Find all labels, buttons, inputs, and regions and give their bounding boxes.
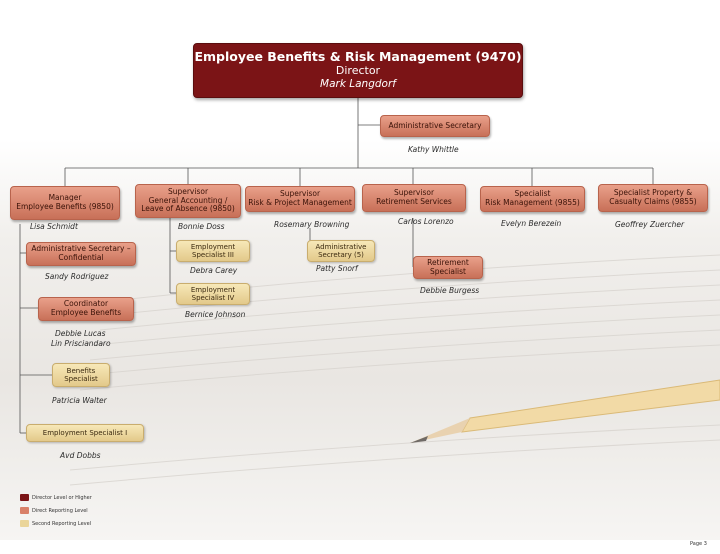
specialist-label-line2: Casualty Claims (9855) — [609, 197, 697, 206]
sub-name: Lin Prisciandaro — [51, 339, 111, 348]
sub-name: Debbie Burgess — [420, 286, 480, 295]
supervisor-label-line2: Retirement Services — [376, 197, 452, 206]
sub-label-line2: Specialist IV — [191, 294, 235, 302]
sub-label-line1: Employment — [190, 285, 236, 294]
sub-label-line1: Employment Specialist I — [42, 428, 128, 437]
supervisor-label-line2: Risk & Project Management — [248, 198, 352, 207]
manager-employee-benefits-box[interactable]: Manager Employee Benefits (9850) — [10, 186, 120, 220]
sub-name: Bernice Johnson — [185, 310, 246, 319]
specialist-label-line2: Risk Management (9855) — [485, 198, 580, 207]
admin-secretary-label: Administrative Secretary — [388, 120, 482, 130]
employment-specialist-1-box[interactable]: Employment Specialist I — [26, 424, 144, 442]
sub-name: Avd Dobbs — [60, 451, 101, 460]
specialist-label-line1: Specialist — [514, 189, 551, 199]
admin-secretary-name: Kathy Whittle — [408, 145, 459, 154]
sub-name: Debbie Lucas — [55, 329, 106, 338]
sub-label-line1: Retirement — [427, 257, 469, 267]
director-role: Director — [335, 64, 381, 78]
supervisor-name: Rosemary Browning — [274, 220, 350, 229]
legend-label: Director Level or Higher — [32, 495, 92, 501]
retirement-specialist-box[interactable]: Retirement Specialist — [413, 256, 483, 279]
employment-specialist-3-box[interactable]: Employment Specialist III — [176, 240, 250, 262]
sub-name: Patty Snorf — [316, 264, 358, 273]
director-name: Mark Langdorf — [320, 78, 396, 91]
sub-label-line1: Benefits — [66, 366, 96, 375]
sub-label-line2: Specialist III — [192, 251, 234, 259]
sub-label-line2: Specialist — [64, 375, 98, 383]
sub-label-line2: Secretary (5) — [318, 251, 364, 259]
sub-label-line2: Employee Benefits — [50, 308, 122, 317]
specialist-name: Geoffrey Zuercher — [615, 220, 685, 229]
sub-label-line1: Administrative Secretary – — [31, 244, 131, 254]
supervisor-name: Carlos Lorenzo — [398, 217, 454, 226]
sub-name: Patricia Walter — [52, 396, 107, 405]
supervisor-general-accounting-box[interactable]: Supervisor General Accounting / Leave of… — [135, 184, 241, 218]
specialist-name: Evelyn Berezein — [501, 219, 562, 228]
administrative-secretary-5-box[interactable]: Administrative Secretary (5) — [307, 240, 375, 262]
legend-label: Second Reporting Level — [32, 521, 92, 527]
page-number: Page 3 — [690, 541, 707, 547]
admin-secretary-box[interactable]: Administrative Secretary — [380, 115, 490, 137]
sub-name: Debra Carey — [190, 266, 238, 275]
sub-label-line2: Specialist — [430, 266, 466, 276]
benefits-specialist-box[interactable]: Benefits Specialist — [52, 363, 110, 387]
supervisor-risk-project-box[interactable]: Supervisor Risk & Project Management — [245, 186, 355, 212]
supervisor-name: Bonnie Doss — [178, 222, 225, 231]
specialist-risk-management-box[interactable]: Specialist Risk Management (9855) — [480, 186, 585, 212]
supervisor-label-line1: Supervisor — [393, 188, 435, 198]
sub-name: Sandy Rodriguez — [45, 272, 109, 281]
specialist-property-casualty-box[interactable]: Specialist Property & Casualty Claims (9… — [598, 184, 708, 212]
director-box[interactable]: Employee Benefits & Risk Management (947… — [193, 43, 523, 98]
legend-swatch — [20, 520, 29, 527]
director-title: Employee Benefits & Risk Management (947… — [194, 49, 522, 65]
employment-specialist-4-box[interactable]: Employment Specialist IV — [176, 283, 250, 305]
supervisor-retirement-box[interactable]: Supervisor Retirement Services — [362, 184, 466, 212]
sub-label-line1: Employment — [190, 242, 236, 251]
sub-label-line1: Administrative — [315, 242, 367, 251]
coordinator-employee-benefits-box[interactable]: Coordinator Employee Benefits — [38, 297, 134, 321]
legend-label: Direct Reporting Level — [32, 508, 88, 514]
legend-swatch — [20, 494, 29, 501]
sub-label-line2: Confidential — [58, 253, 104, 262]
specialist-label-line1: Specialist Property & — [613, 188, 693, 198]
supervisor-label-line1: Supervisor — [279, 189, 321, 199]
supervisor-label-line1: Supervisor — [167, 186, 209, 196]
admin-secretary-confidential-box[interactable]: Administrative Secretary – Confidential — [26, 242, 136, 266]
sub-label-line1: Coordinator — [63, 299, 109, 309]
manager-label-line1: Manager — [48, 193, 82, 203]
manager-name: Lisa Schmidt — [30, 222, 78, 231]
legend-swatch — [20, 507, 29, 514]
supervisor-label-line2: General Accounting / — [148, 195, 228, 205]
supervisor-label-line3: Leave of Absence (9850) — [141, 204, 235, 214]
manager-label-line2: Employee Benefits (9850) — [16, 202, 114, 211]
